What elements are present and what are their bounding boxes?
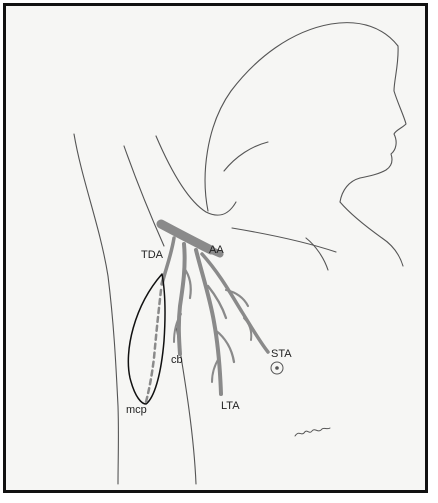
signature-mark <box>295 428 330 436</box>
nipple-inner <box>276 367 279 370</box>
neck-line <box>156 136 236 215</box>
face-profile <box>360 46 406 178</box>
sta-twig-2 <box>244 318 251 340</box>
arm-outer-edge <box>74 134 118 484</box>
cb-branch <box>179 244 185 354</box>
neck-front <box>340 202 403 266</box>
label-aa: AA <box>209 244 224 256</box>
dashed-vessel <box>146 290 161 402</box>
jaw-line <box>340 178 360 202</box>
label-tda: TDA <box>141 249 163 261</box>
nipple <box>271 362 283 374</box>
throat-line <box>306 238 328 270</box>
chest-contour <box>232 228 336 252</box>
label-lta: LTA <box>221 400 240 412</box>
arm-inner-edge <box>124 146 164 246</box>
illustration-frame: AA TDA cb STA mcp LTA <box>3 3 428 493</box>
label-sta: STA <box>271 348 292 360</box>
label-cb: cb <box>171 354 183 366</box>
head-back <box>205 23 398 211</box>
label-mcp: mcp <box>126 404 147 416</box>
body-outline <box>74 23 406 484</box>
neck-back <box>224 142 268 171</box>
